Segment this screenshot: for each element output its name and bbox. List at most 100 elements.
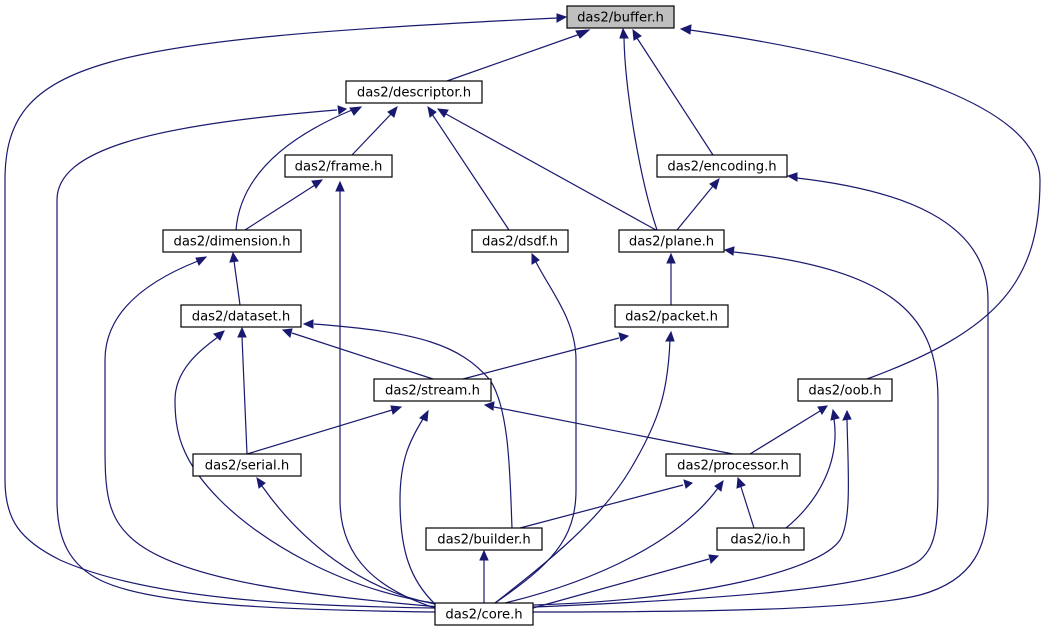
arrowhead-icon — [427, 105, 437, 118]
edge-frame-to-descriptor — [351, 105, 398, 156]
node-label: das2/core.h — [445, 608, 522, 623]
edge-serial-to-stream — [246, 405, 403, 455]
edge-line — [399, 418, 436, 605]
arrowhead-icon — [736, 476, 746, 489]
node-box — [284, 154, 393, 178]
node-box — [665, 453, 801, 477]
node-label: das2/plane.h — [629, 235, 714, 250]
node-serial[interactable]: das2/serial.h — [192, 453, 302, 477]
node-frame[interactable]: das2/frame.h — [284, 154, 393, 178]
edge-line — [462, 337, 620, 380]
edge-core-to-stream — [399, 409, 436, 605]
arrowhead-icon — [483, 401, 495, 411]
edge-line — [676, 185, 714, 231]
arrowhead-icon — [817, 405, 828, 415]
edge-line — [636, 37, 714, 156]
node-stream[interactable]: das2/stream.h — [373, 378, 492, 402]
edge-dimension-to-descriptor — [235, 106, 363, 231]
arrowhead-icon — [195, 256, 208, 266]
node-dsdf[interactable]: das2/dsdf.h — [471, 229, 569, 253]
node-label: das2/serial.h — [205, 459, 290, 474]
edge-line — [104, 260, 441, 608]
edge-core-to-encoding — [532, 172, 989, 613]
edge-processor-to-stream — [483, 401, 734, 455]
edge-plane-to-descriptor — [436, 108, 657, 231]
edge-line — [246, 409, 393, 455]
arrowhead-icon — [786, 172, 798, 182]
node-descriptor[interactable]: das2/descriptor.h — [345, 80, 483, 104]
edge-line — [313, 323, 513, 529]
arrowhead-icon — [256, 476, 266, 489]
node-encoding[interactable]: das2/encoding.h — [656, 154, 788, 178]
edge-line — [532, 251, 939, 608]
edge-stream-to-packet — [462, 332, 630, 380]
edge-line — [532, 418, 850, 606]
arrowhead-icon — [531, 252, 540, 265]
edge-core-to-frame — [335, 180, 436, 609]
edge-core-to-packet — [494, 330, 675, 604]
node-builder[interactable]: das2/builder.h — [425, 527, 543, 551]
node-packet[interactable]: das2/packet.h — [614, 304, 729, 328]
edge-line — [493, 406, 734, 455]
edge-dsdf-to-descriptor — [427, 105, 510, 231]
arrowhead-icon — [575, 29, 591, 39]
node-box — [180, 304, 302, 328]
edge-line — [532, 558, 710, 609]
edge-core-to-dsdf — [494, 252, 577, 604]
arrowhead-icon — [708, 554, 720, 564]
node-box — [373, 378, 492, 402]
node-plane[interactable]: das2/plane.h — [618, 229, 725, 253]
node-processor[interactable]: das2/processor.h — [665, 453, 801, 477]
node-dimension[interactable]: das2/dimension.h — [162, 229, 302, 253]
edge-core-to-processor — [504, 479, 724, 604]
arrowhead-icon — [387, 105, 398, 118]
edge-core-to-io — [532, 554, 720, 609]
node-label: das2/descriptor.h — [357, 86, 471, 101]
edge-line — [233, 260, 241, 306]
edge-core-to-plane — [532, 246, 939, 608]
edge-line — [749, 410, 821, 455]
node-label: das2/builder.h — [437, 533, 530, 548]
node-oob[interactable]: das2/oob.h — [797, 378, 893, 402]
node-dataset[interactable]: das2/dataset.h — [180, 304, 302, 328]
node-box — [614, 304, 729, 328]
edge-io-to-oob — [785, 408, 840, 529]
edge-line — [339, 190, 436, 609]
arrowhead-icon — [349, 106, 363, 116]
edge-dimension-to-frame — [244, 179, 324, 231]
edge-line — [532, 177, 989, 613]
edge-core-to-descriptor — [56, 105, 436, 613]
edge-core-to-dimension — [104, 256, 441, 608]
edge-descriptor-to-buffer — [446, 29, 591, 82]
node-box — [566, 5, 675, 29]
edge-line — [445, 113, 657, 231]
node-io[interactable]: das2/io.h — [716, 527, 805, 551]
edge-line — [689, 29, 1041, 380]
arrowhead-icon — [419, 409, 429, 422]
node-label: das2/stream.h — [385, 384, 480, 399]
node-label: das2/processor.h — [677, 459, 789, 474]
edge-line — [785, 418, 836, 529]
arrowhead-icon — [632, 28, 642, 41]
edge-line — [431, 113, 510, 231]
arrowhead-icon — [337, 105, 348, 115]
arrowhead-icon — [679, 24, 692, 35]
node-core[interactable]: das2/core.h — [434, 602, 534, 626]
node-box — [618, 229, 725, 253]
arrowhead-icon — [683, 479, 693, 489]
node-box — [425, 527, 543, 551]
edge-line — [446, 32, 584, 82]
node-label: das2/dimension.h — [173, 235, 290, 250]
node-box — [716, 527, 805, 551]
arrowhead-icon — [281, 328, 293, 338]
arrowhead-icon — [213, 330, 225, 341]
arrowhead-icon — [390, 405, 403, 415]
node-buffer[interactable]: das2/buffer.h — [566, 5, 675, 29]
node-label: das2/packet.h — [625, 310, 718, 325]
node-box — [656, 154, 788, 178]
node-box — [162, 229, 302, 253]
edge-plane-to-encoding — [676, 177, 720, 231]
node-label: das2/io.h — [730, 533, 790, 548]
node-box — [471, 229, 569, 253]
edge-io-to-processor — [736, 476, 755, 529]
